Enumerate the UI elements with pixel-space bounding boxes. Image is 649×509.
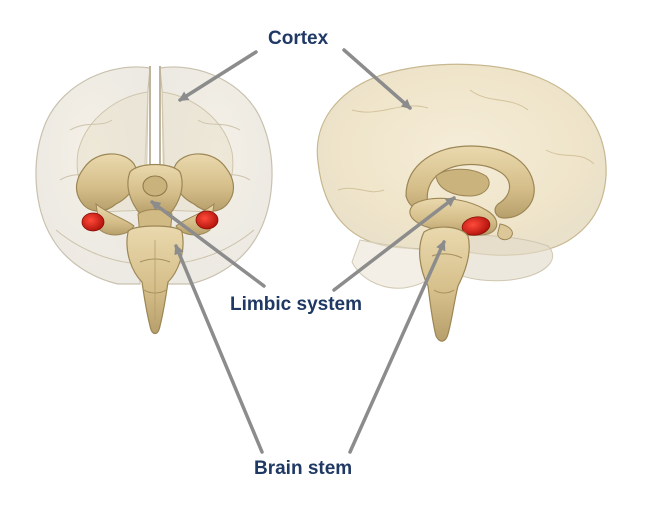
front-brain-stem [126,225,184,335]
front-view-brain [35,66,273,335]
front-limbic-structures [75,153,235,237]
brain-stem-label: Brain stem [254,458,353,479]
cortex-label: Cortex [268,28,329,49]
arrow-cortex-front [178,50,258,102]
arrows [150,48,456,454]
arrow-limbic-front [150,200,266,288]
limbic-system-label: Limbic system [230,294,362,315]
arrow-brainstem-side [348,240,446,454]
side-limbic-structures [405,145,535,241]
arrow-cortex-side [342,48,412,110]
arrow-limbic-side [332,196,456,292]
arrow-brainstem-front [174,244,264,454]
